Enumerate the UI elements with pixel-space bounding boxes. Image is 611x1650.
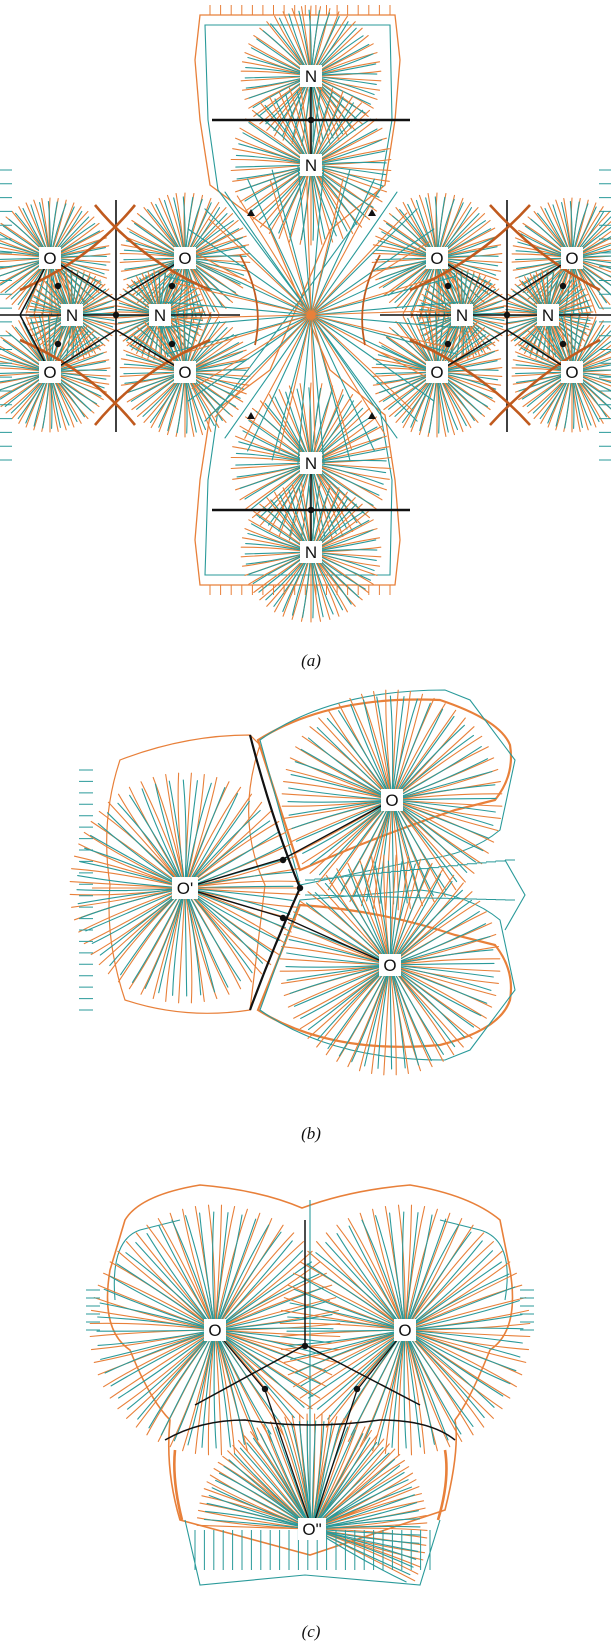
critical-point-c-0 (261, 1385, 269, 1393)
atom-n-top-1: N (300, 65, 322, 87)
atom-o-left: O (204, 1319, 226, 1341)
svg-text:O: O (208, 1321, 221, 1340)
bond-critical-point-10 (559, 282, 567, 290)
atom-o-upper: O (381, 789, 403, 811)
atom-n-left-1: N (61, 304, 83, 326)
svg-text:O: O (398, 1321, 411, 1340)
critical-point-b-0 (279, 856, 287, 864)
bond-critical-point-1 (307, 506, 315, 514)
svg-text:N: N (305, 543, 317, 562)
panel-b-caption: (b) (301, 1124, 321, 1143)
atom-o-double-prime: O" (298, 1518, 326, 1540)
svg-text:N: N (305, 67, 317, 86)
svg-text:N: N (456, 306, 468, 325)
atom-n-bottom-2: N (300, 541, 322, 563)
svg-text:O": O" (302, 1520, 321, 1539)
panel-a-caption: (a) (301, 651, 321, 670)
critical-point-c-1 (353, 1385, 361, 1393)
atom-o-lower: O (379, 954, 401, 976)
svg-text:O: O (385, 791, 398, 810)
atom-o-left-2: O (174, 247, 196, 269)
bond-critical-point-6 (168, 282, 176, 290)
svg-text:O': O' (177, 879, 193, 898)
svg-text:O: O (43, 249, 56, 268)
svg-text:O: O (430, 363, 443, 382)
ring-critical-point-0 (247, 209, 255, 216)
atom-o-right-1: O (426, 247, 448, 269)
svg-text:O: O (383, 956, 396, 975)
bond-critical-point-4 (54, 282, 62, 290)
atom-o-right-3: O (426, 361, 448, 383)
critical-point-b-1 (296, 884, 304, 892)
atom-o-right-4: O (561, 361, 583, 383)
svg-text:O: O (565, 363, 578, 382)
bond-critical-point-3 (503, 311, 511, 319)
svg-text:N: N (305, 454, 317, 473)
bond-critical-point-11 (559, 340, 567, 348)
bond-critical-point-7 (168, 340, 176, 348)
atom-n-top-2: N (300, 154, 322, 176)
panel-c-caption: (c) (302, 1622, 321, 1641)
panel-c: O O O" (86, 1184, 534, 1586)
svg-text:O: O (430, 249, 443, 268)
svg-text:O: O (178, 363, 191, 382)
ring-critical-point-3 (368, 412, 376, 419)
svg-text:O: O (565, 249, 578, 268)
svg-text:N: N (66, 306, 78, 325)
critical-point-c-2 (301, 1342, 309, 1350)
atom-o-right: O (394, 1319, 416, 1341)
atom-n-bottom-1: N (300, 452, 322, 474)
atom-o-right-2: O (561, 247, 583, 269)
atom-n-right-2: N (537, 304, 559, 326)
bond-critical-point-0 (307, 116, 315, 124)
bond-critical-point-8 (444, 282, 452, 290)
bond-critical-point-9 (444, 340, 452, 348)
atom-o-left-4: O (174, 361, 196, 383)
atom-o-prime: O' (172, 877, 198, 899)
bond-critical-point-5 (54, 340, 62, 348)
atom-n-right-1: N (451, 304, 473, 326)
atom-o-left-3: O (39, 361, 61, 383)
svg-text:O: O (43, 363, 56, 382)
svg-text:N: N (305, 156, 317, 175)
ring-critical-point-2 (247, 412, 255, 419)
atom-o-left-1: O (39, 247, 61, 269)
critical-point-b-2 (279, 914, 287, 922)
svg-text:N: N (542, 306, 554, 325)
panel-a: N N O O N N O O O O N N O O N N (0, 5, 611, 623)
atom-n-left-2: N (149, 304, 171, 326)
panel-b: O' O O (69, 689, 526, 1076)
svg-text:O: O (178, 249, 191, 268)
svg-text:N: N (154, 306, 166, 325)
ring-critical-point-1 (368, 209, 376, 216)
bond-critical-point-2 (112, 311, 120, 319)
